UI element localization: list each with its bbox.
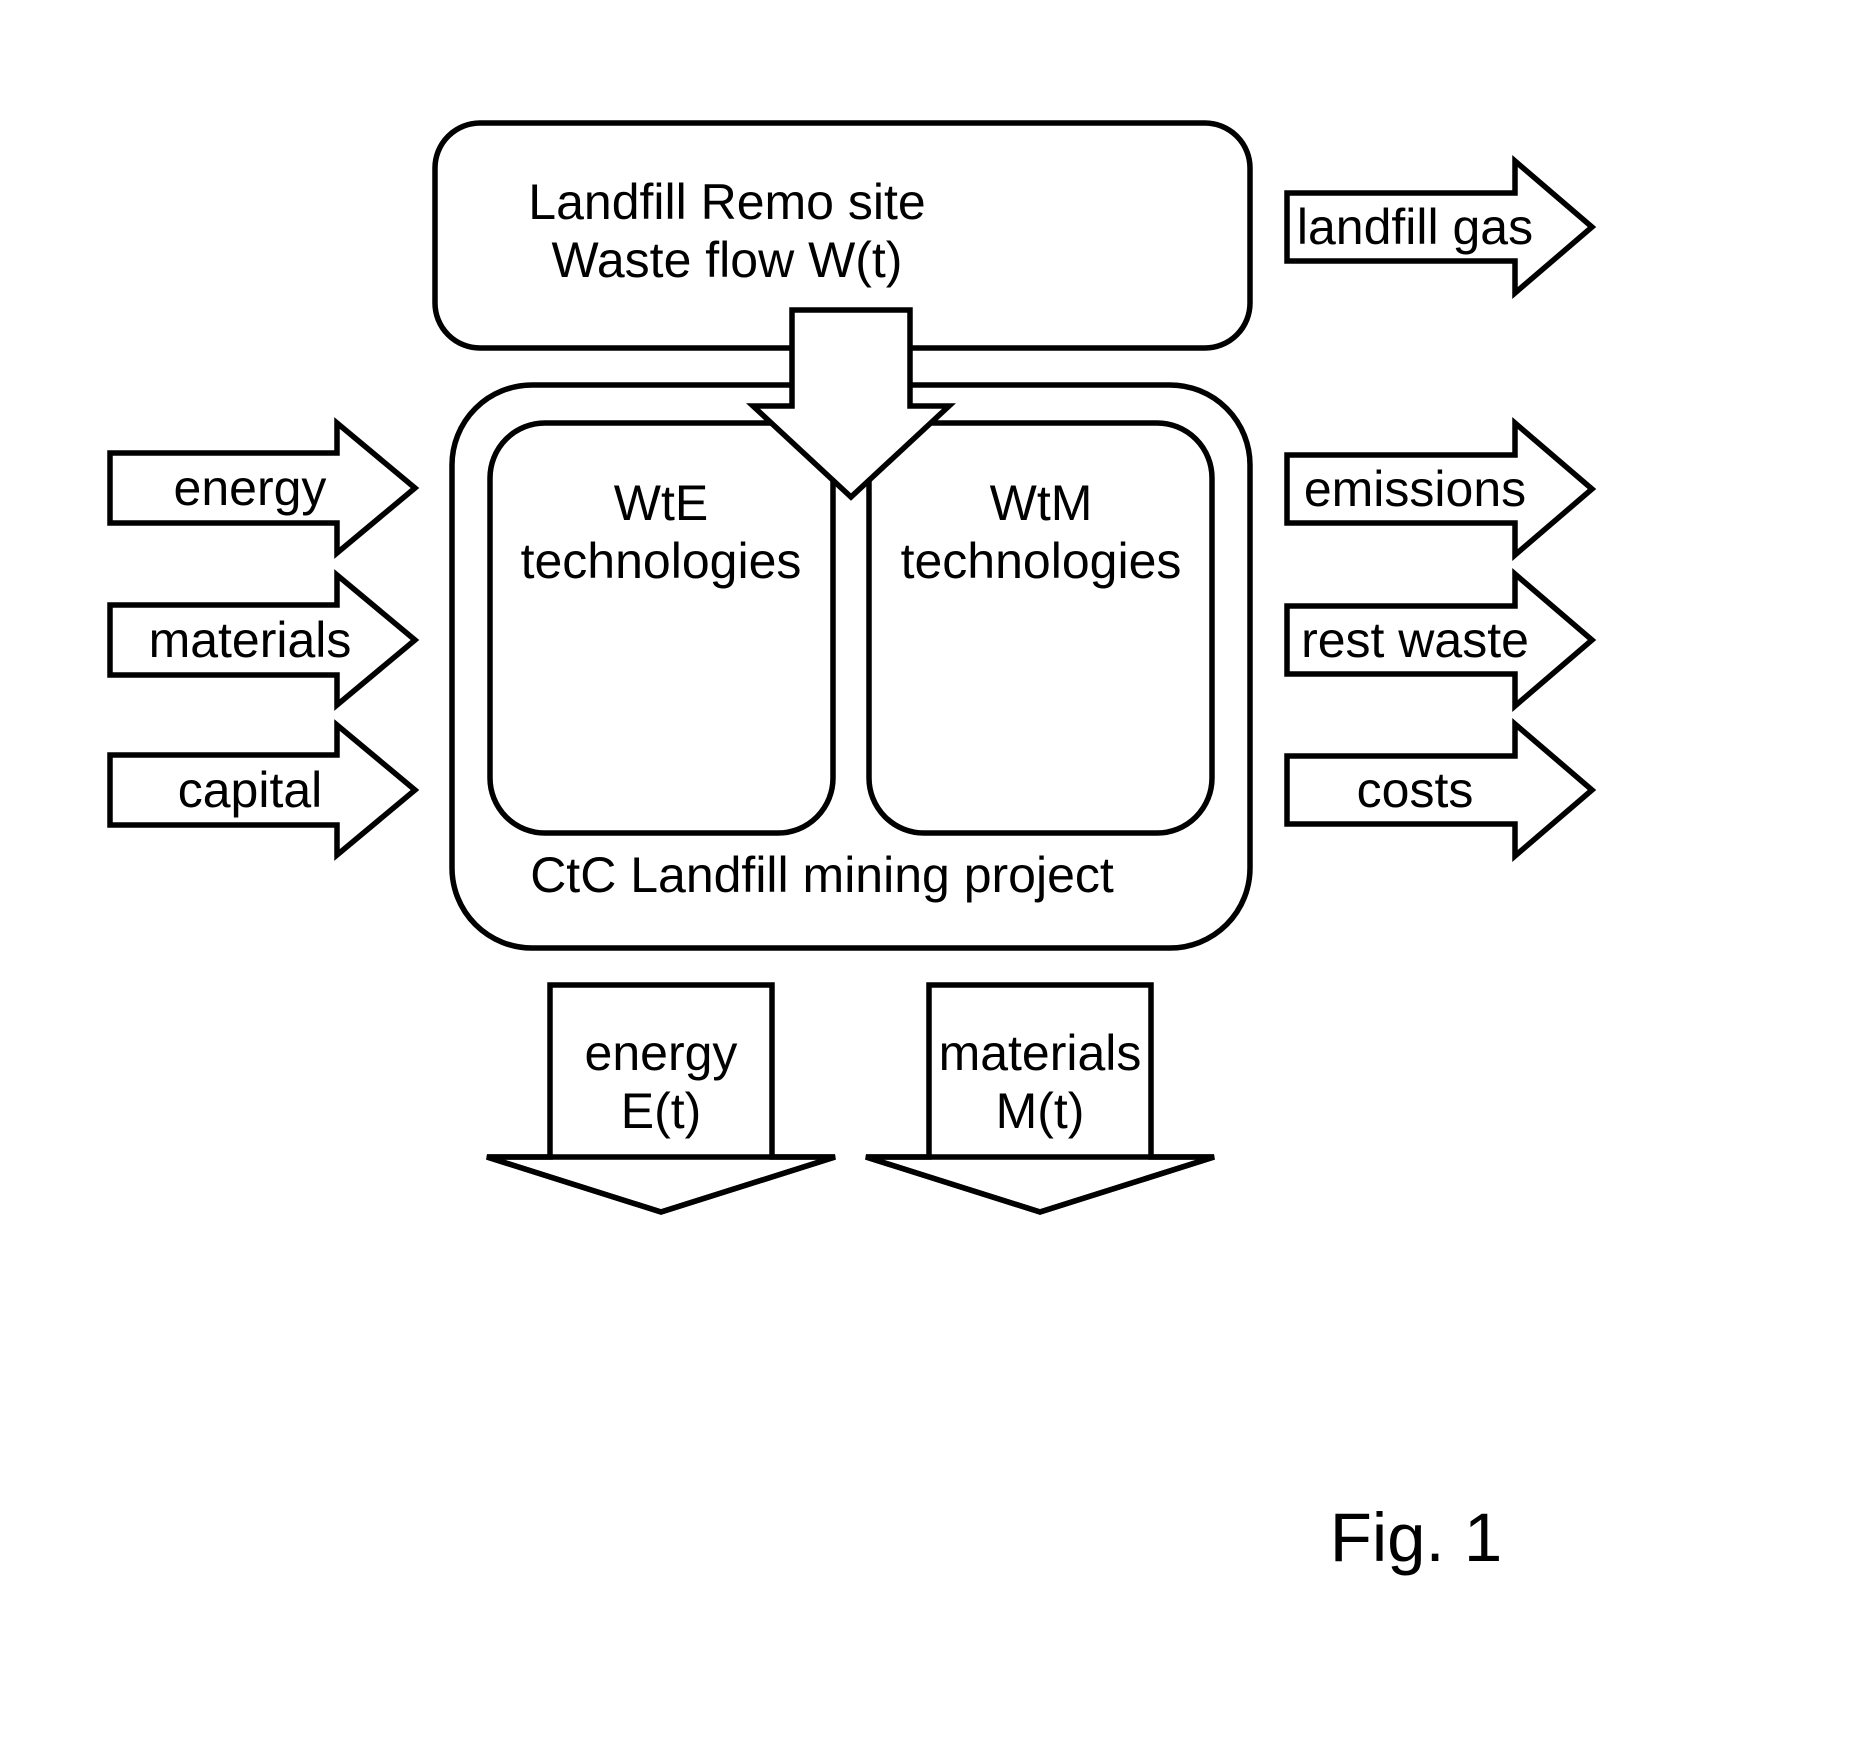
wtm-box-line1: WtM	[990, 475, 1093, 531]
wte-box-line2: technologies	[521, 533, 802, 589]
materials-output-arrowhead	[865, 1154, 1215, 1215]
materials-output-line1: materials	[939, 1025, 1142, 1081]
wte-box-line1: WtE	[614, 475, 708, 531]
materials-output-line2: M(t)	[996, 1083, 1085, 1139]
ctc-project-label: CtC Landfill mining project	[530, 847, 1114, 903]
capital-input-label: capital	[178, 762, 323, 818]
rest-waste-output-arrow	[1284, 568, 1597, 712]
landfill-site-box-line2: Waste flow W(t)	[552, 232, 903, 288]
energy-input-label: energy	[174, 460, 327, 516]
energy-output-line2: E(t)	[621, 1083, 702, 1139]
wte-technologies-box	[487, 420, 836, 836]
landfill-gas-label: landfill gas	[1297, 199, 1533, 255]
wtm-box-line2: technologies	[901, 533, 1182, 589]
materials-input-label: materials	[149, 612, 352, 668]
costs-output-label: costs	[1357, 762, 1474, 818]
energy-input-arrow	[107, 417, 420, 559]
emissions-output-arrow	[1284, 417, 1597, 561]
landfill-gas-arrow	[1284, 155, 1597, 299]
costs-output-arrow	[1284, 718, 1597, 862]
figure-caption: Fig. 1	[1330, 1499, 1503, 1576]
energy-output-line1: energy	[585, 1025, 738, 1081]
energy-output-arrowhead	[486, 1154, 836, 1215]
wtm-technologies-box	[866, 420, 1215, 836]
capital-input-arrow	[107, 719, 420, 861]
rest-waste-output-label: rest waste	[1301, 612, 1529, 668]
emissions-output-label: emissions	[1304, 461, 1526, 517]
landfill-site-box-line1: Landfill Remo site	[528, 174, 925, 230]
materials-input-arrow	[107, 569, 420, 711]
waste-flow-down-arrow	[745, 307, 957, 501]
